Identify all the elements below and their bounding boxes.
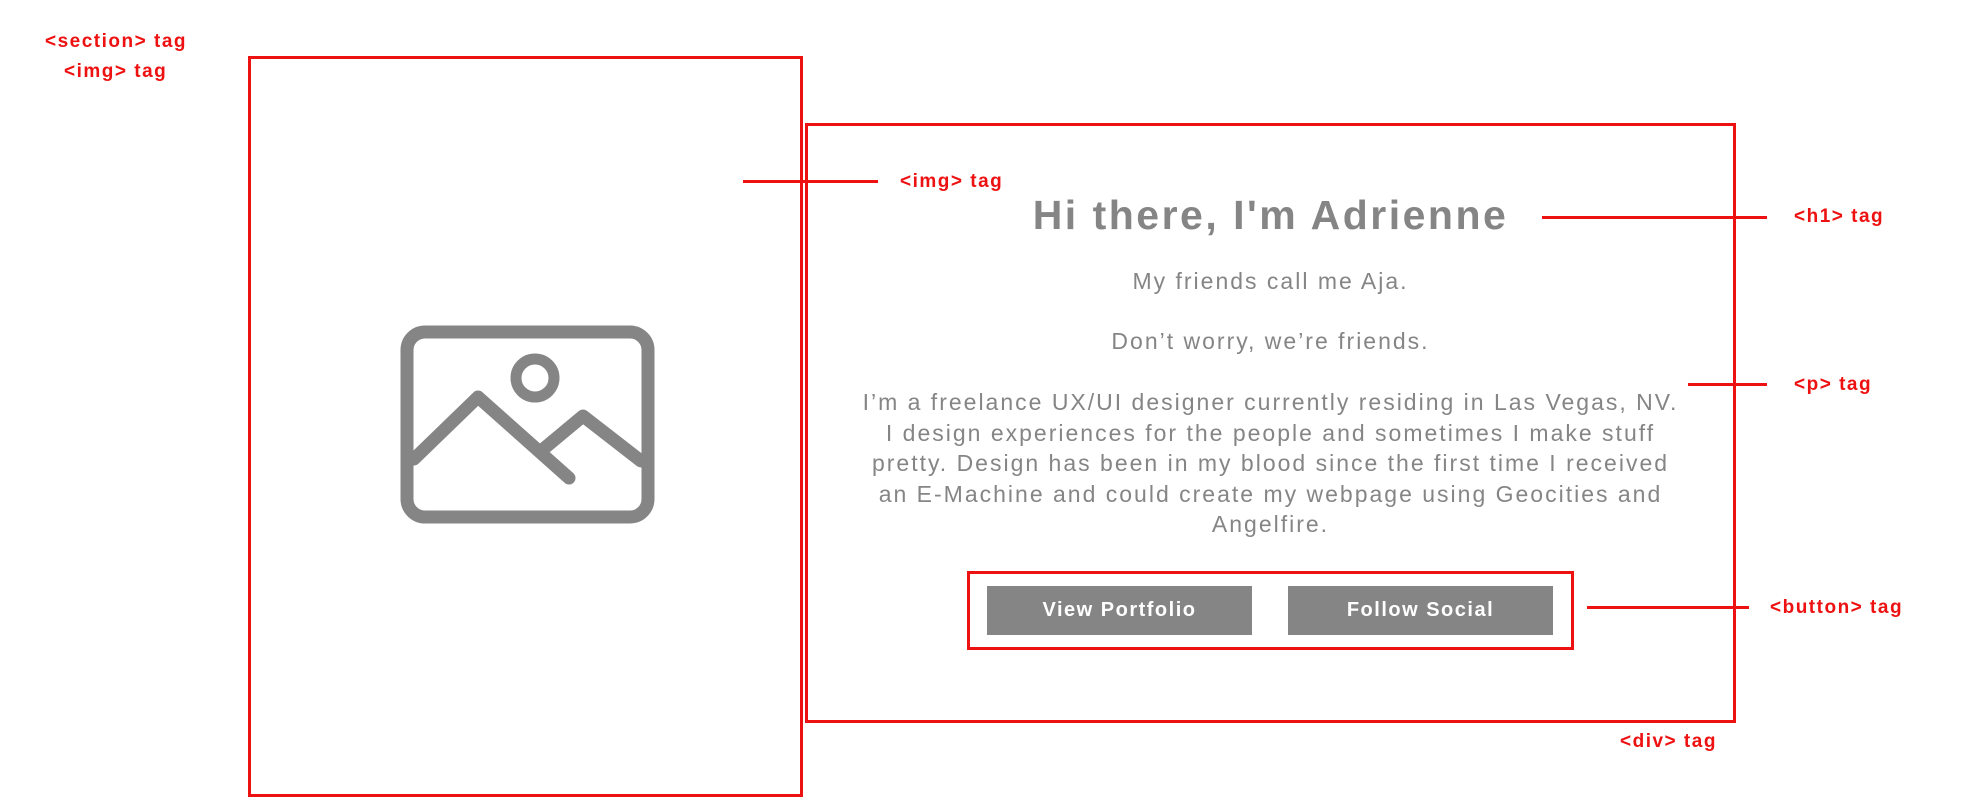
bio-paragraph: I’m a freelance UX/UI designer currently… (862, 389, 1679, 537)
image-placeholder-icon (400, 325, 655, 524)
button-connector-line (1587, 606, 1749, 609)
view-portfolio-button[interactable]: View Portfolio (987, 586, 1252, 635)
img-tag-label-outer: <img> tag (64, 61, 168, 82)
h1-tag-label: <h1> tag (1794, 206, 1885, 227)
img-tag-label-inner: <img> tag (900, 171, 1004, 192)
img-connector-line (743, 180, 878, 183)
div-annotation-box (805, 123, 1736, 723)
button-annotation-box (967, 571, 1574, 650)
page-heading: Hi there, I'm Adrienne (1032, 192, 1509, 238)
follow-social-button[interactable]: Follow Social (1288, 586, 1553, 635)
div-tag-label: <div> tag (1620, 731, 1717, 752)
button-tag-label: <button> tag (1770, 597, 1904, 618)
intro-paragraph: My friends call me Aja. (1132, 268, 1409, 294)
section-tag-label: <section> tag (45, 31, 187, 52)
p-connector-line (1688, 383, 1767, 386)
h1-connector-line (1542, 216, 1767, 219)
p-tag-label: <p> tag (1794, 374, 1873, 395)
friends-paragraph: Don’t worry, we’re friends. (1111, 328, 1430, 354)
